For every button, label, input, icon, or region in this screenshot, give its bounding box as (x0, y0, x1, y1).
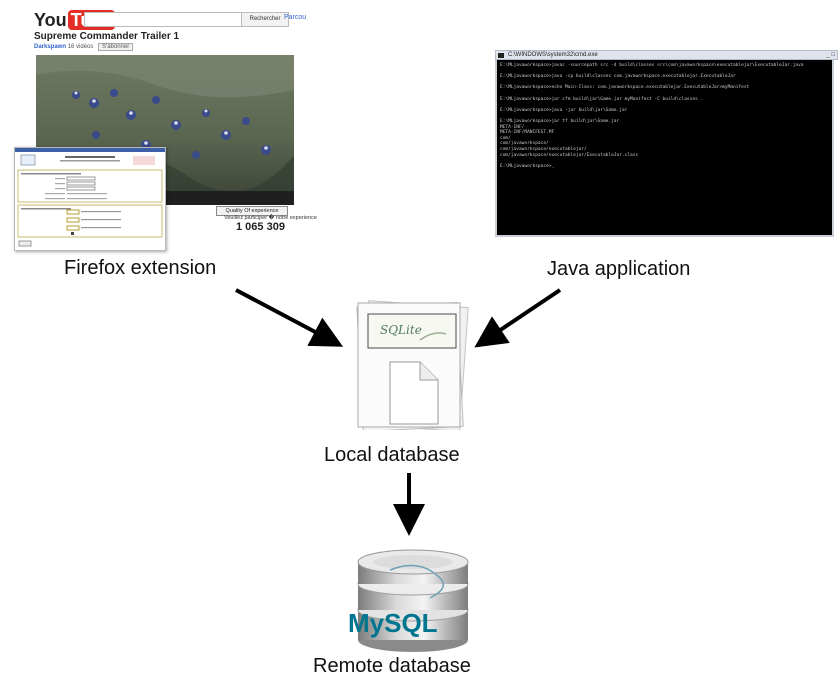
console-line: E:\MLjavaworkspace>javac -sourcepath src… (500, 63, 804, 68)
console-line: E:\MLjavaworkspace>jar cfm build\jar\Gam… (500, 96, 704, 102)
youtube-browse-link: Parcou (284, 14, 307, 21)
form-miniature (15, 148, 165, 247)
console-title: C:\WINDOWS\system32\cmd.exe (508, 52, 598, 58)
video-count: 16 vidéos (67, 44, 94, 50)
console-line: E:\MLjavaworkspace>jar tf build\jar\Game… (500, 118, 620, 124)
participate-text: Veuillez participer � notre experience (224, 215, 317, 221)
java-console-window: C:\WINDOWS\system32\cmd.exe _ □ E:\MLjav… (495, 50, 838, 237)
arrow-firefox-to-local (235, 288, 344, 347)
label-remote-database: Remote database (313, 655, 471, 677)
label-firefox-extension: Firefox extension (64, 257, 217, 279)
video-title: Supreme Commander Trailer 1 (34, 31, 180, 42)
console-line: META-INF/MANIFEST.MF (500, 130, 555, 136)
console-line: com/javaworkspace/executablejar/Executab… (500, 152, 639, 158)
label-local-database: Local database (324, 444, 460, 466)
console-line: com/ (500, 135, 511, 141)
quality-button: Quality Of experience (216, 206, 288, 216)
console-line: com/javaworkspace/executablejar/ (500, 146, 587, 152)
sqlite-logo-text: SQLite (380, 323, 422, 337)
subscribe-button: S'abonner (98, 43, 134, 51)
console-output: E:\MLjavaworkspace>javac -sourcepath src… (495, 60, 834, 237)
view-count: 1 065 309 (236, 221, 285, 233)
channel-info: Darkspawn 16 vidéos S'abonner (34, 43, 134, 51)
channel-name: Darkspawn (34, 44, 67, 50)
console-icon (498, 53, 504, 58)
console-line: com/javaworkspace/ (500, 141, 549, 147)
arrow-java-to-local (474, 288, 562, 348)
console-line: E:\MLjavaworkspace>java -cp build\classe… (500, 74, 736, 80)
console-window-controls-icon: _ □ (826, 52, 835, 58)
console-line: E:\MLjavaworkspace>java -jar build\jar\G… (500, 107, 628, 113)
console-line: E:\MLjavaworkspace>_ (500, 163, 555, 169)
sqlite-database-icon: SQLite (350, 300, 470, 433)
console-line: E:\MLjavaworkspace>echo Main-Class: com.… (500, 85, 750, 91)
mysql-database-icon: MySQL (330, 548, 490, 658)
youtube-search-button: Rechercher (241, 12, 289, 27)
label-java-application: Java application (547, 258, 691, 280)
firefox-extension-form (14, 147, 166, 251)
console-line: META-INF/ (500, 124, 525, 130)
mysql-logo-text: MySQL (348, 608, 438, 638)
